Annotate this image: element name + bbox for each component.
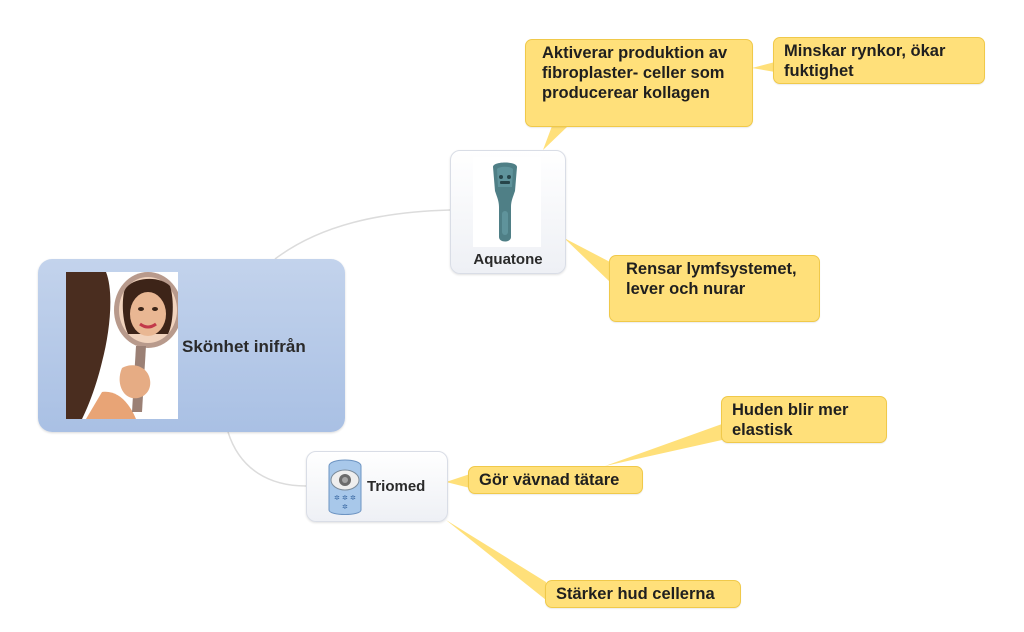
topic-aquatone[interactable]: Aquatone bbox=[450, 150, 566, 274]
central-topic[interactable]: Skönhet inifrån bbox=[38, 259, 345, 432]
svg-text:✲: ✲ bbox=[342, 494, 348, 502]
aquatone-device-image bbox=[473, 157, 541, 247]
tail-lymf bbox=[564, 238, 610, 282]
triomed-device-image: ✲ ✲ ✲ ✲ bbox=[325, 456, 365, 518]
callout-starker[interactable]: Stärker hud cellerna bbox=[545, 580, 741, 608]
central-topic-label: Skönhet inifrån bbox=[182, 337, 306, 356]
tail-rynkor bbox=[752, 62, 775, 72]
topic-triomed-label: Triomed bbox=[367, 478, 426, 495]
svg-text:✲: ✲ bbox=[334, 494, 340, 502]
callout-rynkor[interactable]: Minskar rynkor, ökar fuktighet bbox=[773, 37, 985, 84]
tail-fibro bbox=[543, 126, 568, 150]
svg-text:✲: ✲ bbox=[342, 503, 348, 511]
topic-triomed[interactable]: ✲ ✲ ✲ ✲ Triomed bbox=[306, 451, 448, 522]
topic-aquatone-label: Aquatone bbox=[473, 251, 543, 268]
tail-elastisk bbox=[605, 424, 722, 466]
tail-starker bbox=[446, 520, 546, 600]
connector-central-aquatone bbox=[274, 209, 451, 260]
connector-central-triomed bbox=[227, 431, 307, 487]
woman-mirror-photo bbox=[66, 272, 178, 419]
callout-elastisk[interactable]: Huden blir mer elastisk bbox=[721, 396, 887, 443]
callout-fibroplaster[interactable]: Aktiverar produktion av fibroplaster- ce… bbox=[525, 39, 753, 127]
svg-text:✲: ✲ bbox=[350, 494, 356, 502]
tail-vavnad bbox=[446, 474, 470, 488]
callout-lymfsystemet[interactable]: Rensar lymfsystemet, lever och nurar bbox=[609, 255, 820, 322]
callout-vavnad[interactable]: Gör vävnad tätare bbox=[468, 466, 643, 494]
